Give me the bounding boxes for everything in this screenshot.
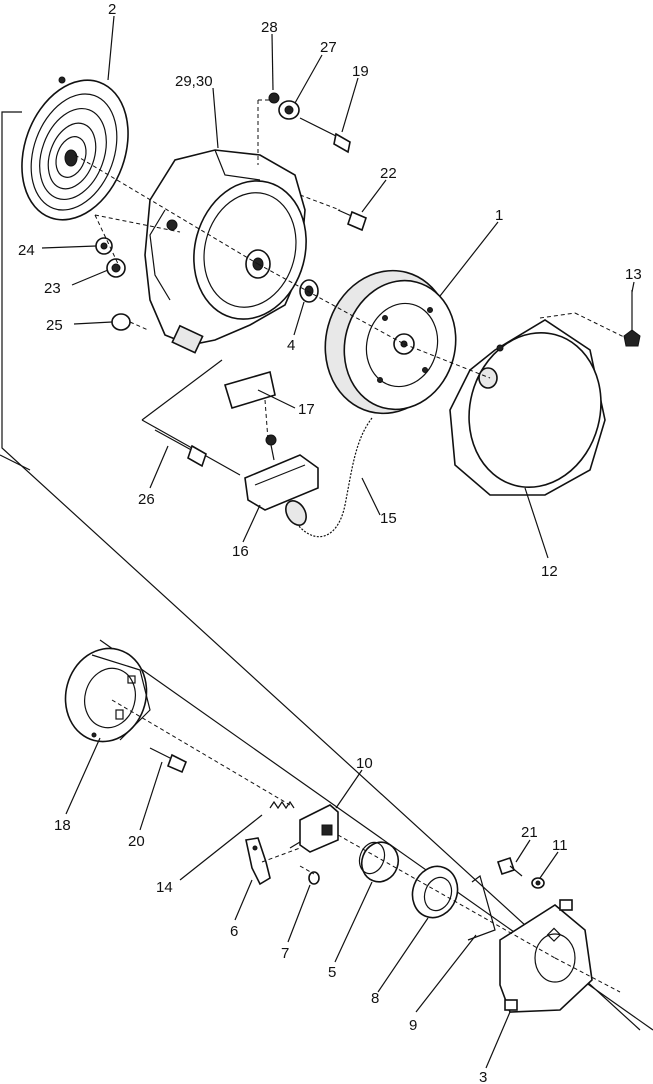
- leader-lines: [41, 15, 635, 1069]
- starter-rope-part-15: [297, 417, 373, 538]
- callout-6: 6: [230, 923, 238, 940]
- pawl-part-6: [245, 837, 271, 886]
- nut-part-28: [268, 92, 280, 104]
- callout-3: 3: [479, 1069, 487, 1084]
- callout-labels: 2 28 27 19 29,30 22 1 13 24 23 25 4 17 2…: [18, 1, 642, 1084]
- washer-ring-part-8: [411, 865, 459, 919]
- callout-24: 24: [18, 242, 35, 259]
- nut-part-23: [106, 258, 126, 278]
- bracket-part-10: [289, 804, 339, 853]
- callout-27: 27: [320, 39, 337, 56]
- drive-cup-part-18: [64, 647, 151, 743]
- callout-23: 23: [44, 280, 61, 297]
- cover-part-12: [449, 319, 606, 496]
- callout-17: 17: [298, 401, 315, 418]
- callout-14: 14: [156, 879, 173, 896]
- cap-part-25: [111, 313, 131, 331]
- callout-2: 2: [108, 1, 116, 18]
- handle-insert-part-17: [223, 370, 276, 409]
- washer-part-27: [278, 100, 300, 120]
- screw-part-13: [623, 290, 641, 347]
- callout-16: 16: [232, 543, 249, 560]
- callout-1: 1: [495, 207, 503, 224]
- spring-part-14: [269, 800, 295, 810]
- plate-part-3: [499, 899, 593, 1013]
- assembly-axis-lines: [74, 99, 627, 993]
- callout-10: 10: [356, 755, 373, 772]
- pin-part-7: [308, 871, 320, 885]
- callout-9: 9: [409, 1017, 417, 1034]
- bolt-part-21: [496, 856, 523, 877]
- callout-11: 11: [552, 837, 568, 854]
- screw-part-20: [149, 747, 188, 774]
- callout-15: 15: [380, 510, 397, 527]
- callout-18: 18: [54, 817, 71, 834]
- starter-housing-part-29-30: [144, 149, 307, 354]
- callout-29-30: 29,30: [175, 73, 213, 90]
- washer-part-11: [531, 877, 545, 889]
- bolt-part-22: [337, 209, 367, 232]
- callout-20: 20: [128, 833, 145, 850]
- washer-part-24: [95, 237, 113, 255]
- recoil-spring-part-2: [21, 76, 129, 221]
- callout-7: 7: [281, 945, 289, 962]
- starter-handle-part-16: [244, 434, 319, 526]
- bolt-part-19: [299, 117, 351, 154]
- bushing-part-4: [299, 279, 319, 303]
- callout-5: 5: [328, 964, 336, 981]
- bolt-part-26: [154, 429, 207, 468]
- callout-26: 26: [138, 491, 155, 508]
- callout-25: 25: [46, 317, 63, 334]
- callout-13: 13: [625, 266, 642, 283]
- callout-22: 22: [380, 165, 397, 182]
- callout-8: 8: [371, 990, 379, 1007]
- callout-12: 12: [541, 563, 558, 580]
- rope-pulley-part-1: [324, 269, 457, 415]
- callout-21: 21: [521, 824, 538, 841]
- sleeve-part-5: [358, 841, 400, 883]
- callout-19: 19: [352, 63, 369, 80]
- callout-28: 28: [261, 19, 278, 36]
- callout-4: 4: [287, 337, 295, 354]
- spring-wire-part-9: [467, 874, 496, 941]
